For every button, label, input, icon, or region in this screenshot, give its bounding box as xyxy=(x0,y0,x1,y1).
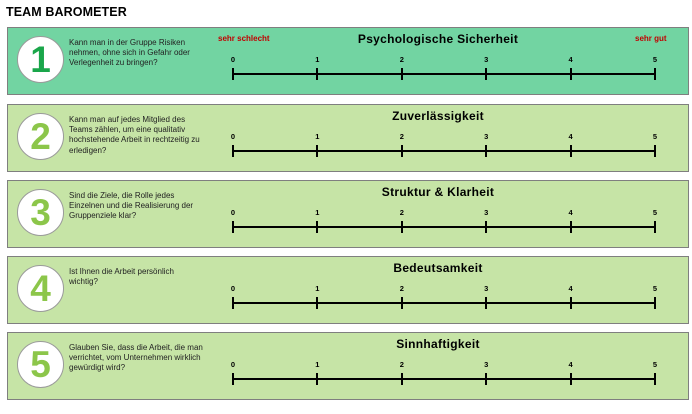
page-title: TEAM BAROMETER xyxy=(6,5,127,19)
rating-scale-line[interactable] xyxy=(233,150,655,152)
scale-tick-label: 2 xyxy=(399,55,404,64)
rating-scale-line[interactable] xyxy=(233,226,655,228)
scale-tick-mark[interactable] xyxy=(569,373,572,385)
item-heading: Sinnhaftigkeit xyxy=(396,337,480,351)
scale-tick-mark[interactable] xyxy=(654,297,656,309)
scale-tick-mark[interactable] xyxy=(569,145,572,157)
scale-tick-label: 0 xyxy=(230,208,236,217)
item-number-badge: 1 xyxy=(17,36,64,83)
item-number-badge: 2 xyxy=(17,113,64,160)
scale-low-label: sehr schlecht xyxy=(218,34,270,43)
scale-tick-mark[interactable] xyxy=(316,145,319,157)
scale-tick-label: 0 xyxy=(230,360,236,369)
item-heading: Zuverlässigkeit xyxy=(392,109,484,123)
scale-tick-mark[interactable] xyxy=(400,68,403,80)
scale-tick-mark[interactable] xyxy=(400,373,403,385)
scale-tick-label: 2 xyxy=(399,360,404,369)
scale-tick-label: 2 xyxy=(399,284,404,293)
scale-tick-label: 1 xyxy=(315,208,320,217)
item-question: Kann man in der Gruppe Risiken nehmen, o… xyxy=(69,38,190,68)
scale-tick-mark[interactable] xyxy=(232,68,234,80)
scale-tick-label: 3 xyxy=(484,284,489,293)
scale-tick-label: 0 xyxy=(230,55,236,64)
scale-tick-mark[interactable] xyxy=(654,145,656,157)
scale-high-label: sehr gut xyxy=(635,34,667,43)
scale-tick-mark[interactable] xyxy=(654,68,656,80)
scale-tick-mark[interactable] xyxy=(400,145,403,157)
scale-tick-mark[interactable] xyxy=(232,373,234,385)
scale-tick-label: 1 xyxy=(315,132,320,141)
scale-tick-label: 3 xyxy=(484,55,489,64)
scale-tick-mark[interactable] xyxy=(232,145,234,157)
scale-tick-label: 0 xyxy=(230,284,236,293)
scale-tick-mark[interactable] xyxy=(400,297,403,309)
scale-tick-label: 1 xyxy=(315,360,320,369)
scale-tick-label: 3 xyxy=(484,132,489,141)
scale-tick-mark[interactable] xyxy=(316,297,319,309)
scale-tick-mark[interactable] xyxy=(485,68,488,80)
scale-tick-label: 3 xyxy=(484,360,489,369)
item-question: Kann man auf jedes Mitglied des Teams zä… xyxy=(69,115,200,155)
scale-tick-label: 5 xyxy=(652,208,658,217)
scale-tick-label: 0 xyxy=(230,132,236,141)
scale-tick-mark[interactable] xyxy=(316,221,319,233)
scale-tick-label: 3 xyxy=(484,208,489,217)
scale-tick-label: 2 xyxy=(399,208,404,217)
scale-tick-mark[interactable] xyxy=(485,145,488,157)
scale-tick-label: 1 xyxy=(315,55,320,64)
scale-tick-mark[interactable] xyxy=(485,373,488,385)
item-number-badge: 3 xyxy=(17,189,64,236)
scale-tick-mark[interactable] xyxy=(654,221,656,233)
scale-tick-label: 1 xyxy=(315,284,320,293)
scale-tick-mark[interactable] xyxy=(654,373,656,385)
item-heading: Bedeutsamkeit xyxy=(393,261,483,275)
scale-tick-label: 4 xyxy=(568,284,573,293)
scale-tick-mark[interactable] xyxy=(485,297,488,309)
scale-tick-mark[interactable] xyxy=(232,297,234,309)
scale-tick-label: 5 xyxy=(652,360,658,369)
item-heading: Psychologische Sicherheit xyxy=(357,32,519,46)
item-number-badge: 4 xyxy=(17,265,64,312)
scale-tick-label: 5 xyxy=(652,132,658,141)
rating-scale-line[interactable] xyxy=(233,302,655,304)
scale-tick-mark[interactable] xyxy=(232,221,234,233)
rating-scale-line[interactable] xyxy=(233,73,655,75)
scale-tick-mark[interactable] xyxy=(569,221,572,233)
scale-tick-label: 4 xyxy=(568,360,573,369)
item-heading: Struktur & Klarheit xyxy=(381,185,495,199)
scale-tick-mark[interactable] xyxy=(485,221,488,233)
rating-scale-line[interactable] xyxy=(233,378,655,380)
scale-tick-mark[interactable] xyxy=(316,373,319,385)
item-number-badge: 5 xyxy=(17,341,64,388)
scale-tick-label: 4 xyxy=(568,132,573,141)
scale-tick-label: 4 xyxy=(568,55,573,64)
item-question: Ist Ihnen die Arbeit persönlich wichtig? xyxy=(69,267,174,287)
scale-tick-mark[interactable] xyxy=(316,68,319,80)
item-question: Sind die Ziele, die Rolle jedes Einzelne… xyxy=(69,191,194,221)
scale-tick-mark[interactable] xyxy=(569,297,572,309)
scale-tick-label: 2 xyxy=(399,132,404,141)
item-question: Glauben Sie, dass die Arbeit, die man ve… xyxy=(69,343,203,373)
scale-tick-mark[interactable] xyxy=(400,221,403,233)
scale-tick-label: 4 xyxy=(568,208,573,217)
scale-tick-label: 5 xyxy=(652,284,658,293)
scale-tick-mark[interactable] xyxy=(569,68,572,80)
scale-tick-label: 5 xyxy=(652,55,658,64)
